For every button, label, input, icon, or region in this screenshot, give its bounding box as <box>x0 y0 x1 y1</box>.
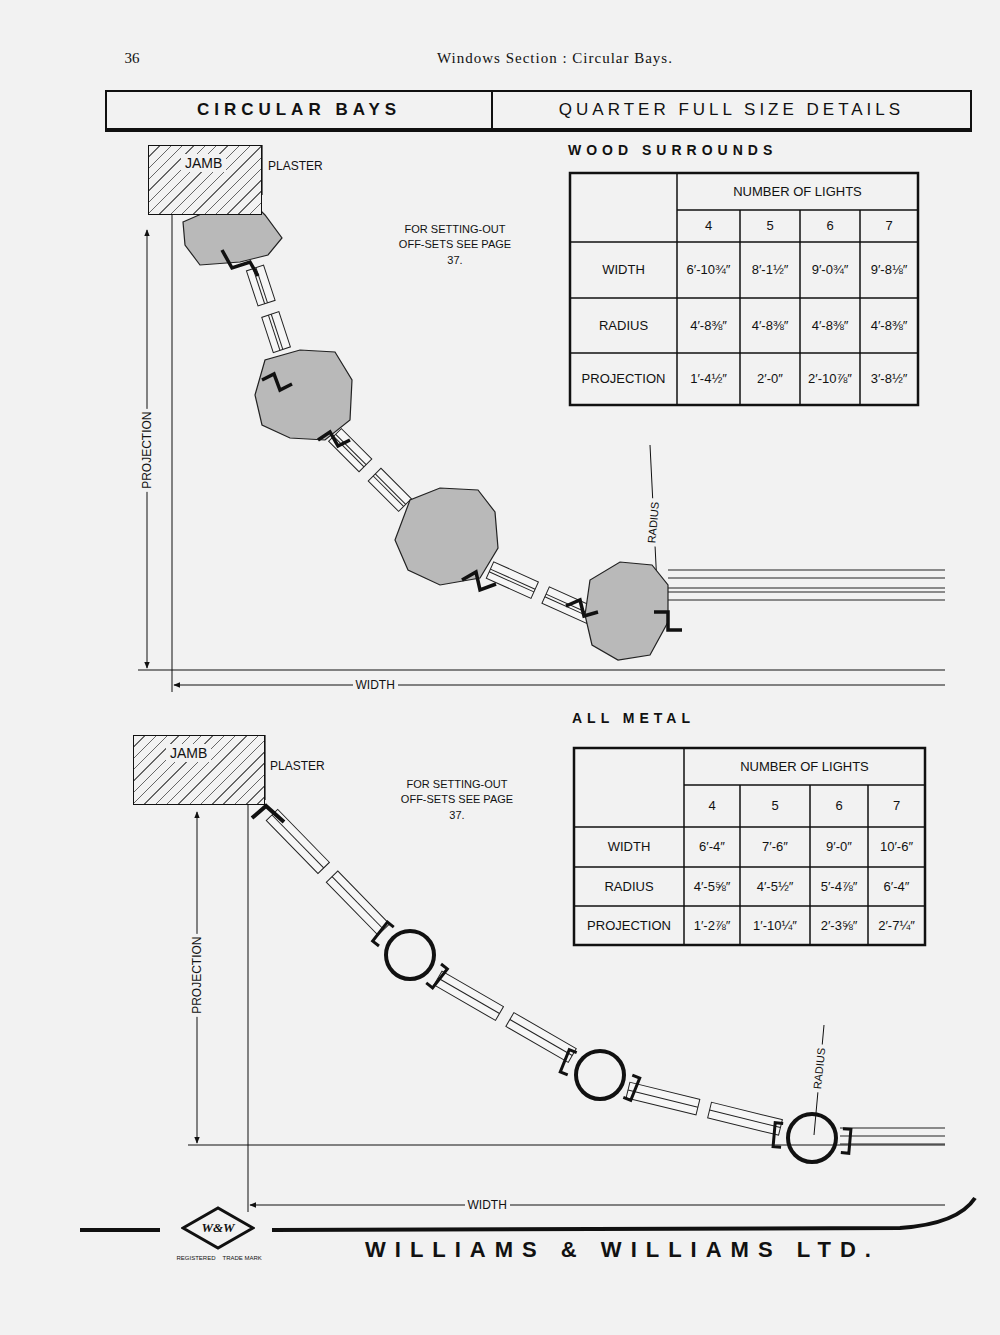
table-cell: 1′-4½″ <box>679 371 738 387</box>
note: FOR SETTING-OUT OFF-SETS SEE PAGE 37. <box>393 222 518 268</box>
table-row-label: RADIUS <box>577 879 681 895</box>
table-cell: 4′-8⅜″ <box>742 318 798 334</box>
part-label: PLASTER <box>268 159 323 173</box>
table-cell: 4′-8⅜″ <box>862 318 916 334</box>
table-heading: NUMBER OF LIGHTS <box>680 184 915 200</box>
trade-mark: W&W <box>181 1206 255 1250</box>
company-name: WILLIAMS & WILLIAMS LTD. <box>365 1237 880 1263</box>
table-cell: 2′-3⅝″ <box>812 918 866 934</box>
section-heading: ALL METAL <box>572 710 695 727</box>
table-cell: 7′-6″ <box>742 839 808 855</box>
table-cell: 9′-0″ <box>812 839 866 855</box>
table-cell: 10′-6″ <box>870 839 923 855</box>
table-heading: NUMBER OF LIGHTS <box>687 759 922 775</box>
table-cell: 5′-4⅞″ <box>812 879 866 895</box>
trade-mark-note: REGISTERED <box>177 1255 216 1262</box>
table-row-label: PROJECTION <box>573 371 674 387</box>
table-cell: 4′-5⅝″ <box>686 879 738 895</box>
table-cell: 2′-10⅞″ <box>802 371 858 387</box>
table-cell: 9′-0¾″ <box>802 262 858 278</box>
table-heading: 4 <box>686 798 738 814</box>
table-row-label: PROJECTION <box>577 918 681 934</box>
table-cell: 4′-8⅜″ <box>679 318 738 334</box>
page-number: 36 <box>125 49 140 67</box>
jamb-section: JAMB <box>148 145 262 215</box>
note: FOR SETTING-OUT OFF-SETS SEE PAGE 37. <box>395 777 520 823</box>
jamb-label: JAMB <box>181 154 226 172</box>
table-grid <box>570 173 925 945</box>
table-cell: 2′-7¼″ <box>870 918 923 934</box>
table-heading: 6 <box>812 798 866 814</box>
header-title: CIRCULAR BAYS <box>107 92 491 128</box>
jamb-label: JAMB <box>166 744 211 762</box>
table-cell: 3′-8½″ <box>862 371 916 387</box>
wood-bay-detail <box>138 145 945 692</box>
trade-mark-note: TRADE MARK <box>223 1255 262 1262</box>
section-heading: WOOD SURROUNDS <box>568 142 777 159</box>
dimension-label: RADIUS <box>645 498 662 547</box>
table-heading: 7 <box>862 218 916 234</box>
table-cell: 1′-10¼″ <box>742 918 808 934</box>
table-cell: 6′-4″ <box>686 839 738 855</box>
table-cell: 8′-1½″ <box>742 262 798 278</box>
dimension-label: PROJECTION <box>140 409 154 492</box>
table-cell: 2′-0″ <box>742 371 798 387</box>
header-subtitle: QUARTER FULL SIZE DETAILS <box>493 92 970 128</box>
dimension-label: PROJECTION <box>190 934 204 1017</box>
dimension-label: WIDTH <box>353 678 398 692</box>
logo-text: W&W <box>201 1220 234 1236</box>
table-heading: 5 <box>742 218 798 234</box>
table-cell: 4′-8⅜″ <box>802 318 858 334</box>
header-band: CIRCULAR BAYSQUARTER FULL SIZE DETAILS <box>105 90 972 132</box>
table-cell: 6′-4″ <box>870 879 923 895</box>
jamb-section: JAMB <box>133 735 265 805</box>
running-head: Windows Section : Circular Bays. <box>437 49 673 67</box>
table-cell: 9′-8⅛″ <box>862 262 916 278</box>
table-cell: 6′-10¾″ <box>679 262 738 278</box>
table-heading: 4 <box>679 218 738 234</box>
table-row-label: RADIUS <box>573 318 674 334</box>
part-label: PLASTER <box>270 759 325 773</box>
header-divider <box>491 92 493 128</box>
table-cell: 4′-5½″ <box>742 879 808 895</box>
table-heading: 6 <box>802 218 858 234</box>
table-row-label: WIDTH <box>577 839 681 855</box>
table-row-label: WIDTH <box>573 262 674 278</box>
metal-bay-detail <box>188 735 945 1212</box>
table-cell: 1′-2⅞″ <box>686 918 738 934</box>
table-heading: 5 <box>742 798 808 814</box>
table-heading: 7 <box>870 798 923 814</box>
dimension-label: WIDTH <box>465 1198 510 1212</box>
dimension-label: RADIUS <box>811 1044 829 1093</box>
